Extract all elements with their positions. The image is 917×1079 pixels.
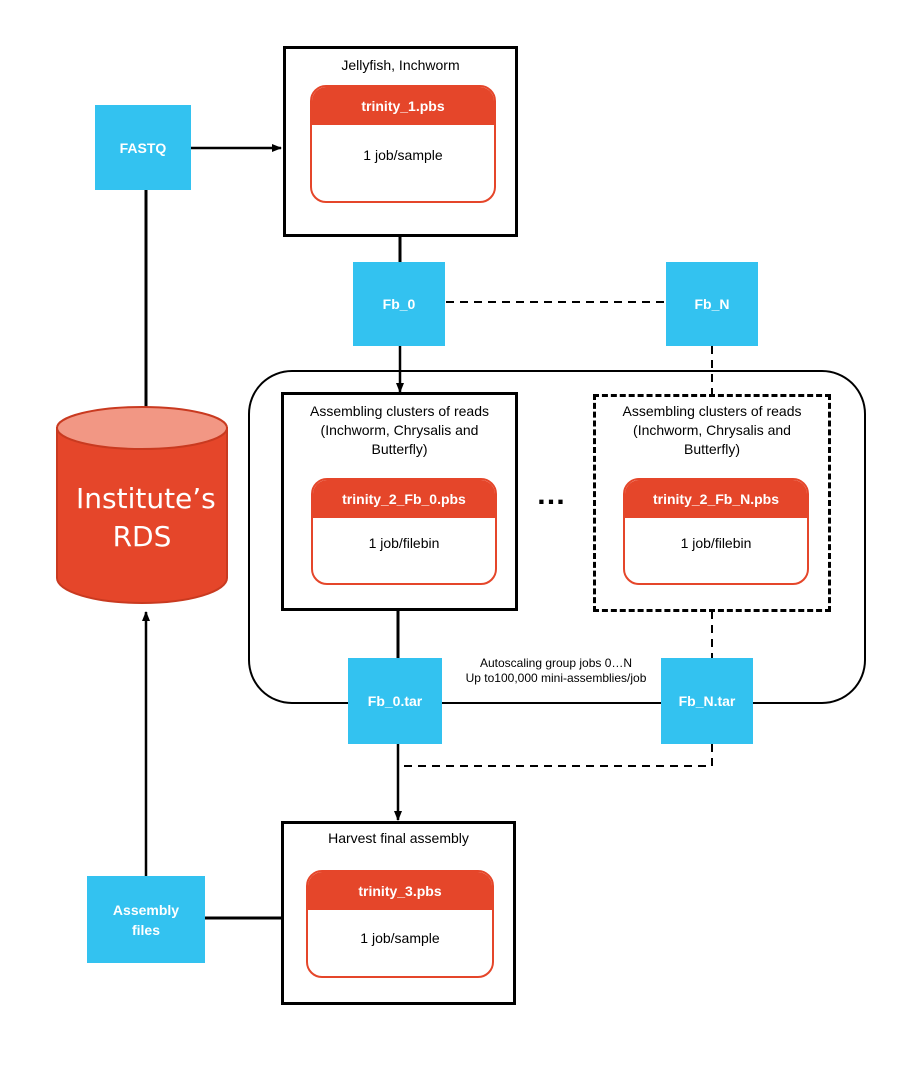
stage1-box: Jellyfish, Inchworm trinity_1.pbs 1 job/… xyxy=(283,46,518,237)
autoscaling-caption: Autoscaling group jobs 0…N Up to100,000 … xyxy=(446,656,666,686)
fb0-file-node: Fb_0 xyxy=(353,262,445,346)
fbn-file-node: Fb_N xyxy=(666,262,758,346)
rds-storage-cylinder xyxy=(56,406,228,604)
stage2-last-job-card: trinity_2_Fb_N.pbs 1 job/filebin xyxy=(623,478,809,585)
autoscaling-caption-line2: Up to100,000 mini-assemblies/job xyxy=(465,671,647,685)
fbn-tar-file-node: Fb_N.tar xyxy=(661,658,753,744)
stage2-first-box: Assembling clusters of reads (Inchworm, … xyxy=(281,392,518,611)
autoscaling-caption-line1: Autoscaling group jobs 0…N xyxy=(479,656,633,670)
stage2-first-title: Assembling clusters of reads (Inchworm, … xyxy=(310,403,489,457)
ellipsis-separator: … xyxy=(536,478,570,511)
stage3-job-name: trinity_3.pbs xyxy=(308,872,492,910)
autoscaling-group xyxy=(248,370,866,704)
stage2-last-title: Assembling clusters of reads (Inchworm, … xyxy=(622,403,802,457)
stage1-job-name: trinity_1.pbs xyxy=(312,87,494,125)
stage1-job-desc: 1 job/sample xyxy=(363,147,443,163)
stage1-job-card: trinity_1.pbs 1 job/sample xyxy=(310,85,496,203)
rds-label: Institute’s RDS xyxy=(76,482,216,553)
stage2-first-job-card: trinity_2_Fb_0.pbs 1 job/filebin xyxy=(311,478,497,585)
assembly-files-label: Assembly files xyxy=(112,901,180,938)
stage2-last-job-name: trinity_2_Fb_N.pbs xyxy=(625,480,807,518)
stage3-box: Harvest final assembly trinity_3.pbs 1 j… xyxy=(281,821,516,1005)
stage1-title: Jellyfish, Inchworm xyxy=(341,57,460,73)
stage2-last-box: Assembling clusters of reads (Inchworm, … xyxy=(593,394,831,612)
stage3-title: Harvest final assembly xyxy=(328,830,469,846)
stage3-job-card: trinity_3.pbs 1 job/sample xyxy=(306,870,494,978)
fastq-file-node: FASTQ xyxy=(95,105,191,190)
assembly-files-node: Assembly files xyxy=(87,876,205,963)
fb0-tar-file-node: Fb_0.tar xyxy=(348,658,442,744)
stage3-job-desc: 1 job/sample xyxy=(360,930,440,946)
stage2-first-job-name: trinity_2_Fb_0.pbs xyxy=(313,480,495,518)
stage2-last-job-desc: 1 job/filebin xyxy=(680,535,752,551)
stage2-first-job-desc: 1 job/filebin xyxy=(368,535,440,551)
link-fbntar-join xyxy=(400,744,713,767)
